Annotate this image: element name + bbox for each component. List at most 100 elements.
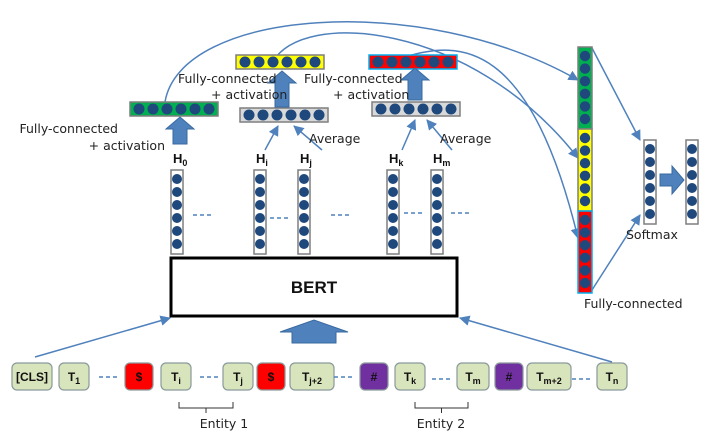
token-8: Tk	[394, 362, 426, 391]
node	[579, 265, 591, 276]
tokens-to-bert-block-arrow	[279, 319, 349, 344]
token-box	[394, 362, 426, 391]
hidden-state-column-4	[430, 169, 444, 255]
node	[687, 157, 697, 167]
entity2-brace	[414, 402, 469, 413]
node	[388, 174, 398, 184]
final-fc-label: Fully-connected	[584, 296, 683, 311]
node	[388, 187, 398, 197]
token-10: #	[494, 362, 524, 391]
node	[255, 239, 265, 249]
token-11: Tm+2	[526, 362, 572, 391]
node	[172, 174, 182, 184]
softmax-label: Softmax	[626, 227, 678, 242]
cls-to-bert-arrow	[34, 315, 172, 358]
node	[579, 214, 591, 226]
node	[255, 174, 265, 184]
node	[299, 174, 309, 184]
node	[645, 144, 655, 154]
node	[255, 187, 265, 197]
avg-arrow	[264, 125, 279, 151]
node	[389, 103, 401, 115]
node	[432, 239, 442, 249]
fc-activation-label-e1-2: + activation	[211, 87, 287, 102]
node	[645, 196, 655, 206]
fc-activation-label-e2-2: + activation	[333, 87, 409, 102]
node	[579, 195, 591, 207]
fc-output-vector	[643, 139, 657, 225]
arc-concat-bottom-to-fc	[591, 214, 641, 291]
node	[579, 113, 591, 125]
node	[687, 144, 697, 154]
avg-arrow	[293, 125, 323, 151]
token-box	[11, 362, 53, 391]
token-box	[160, 362, 192, 391]
node	[243, 109, 255, 121]
token-box	[526, 362, 572, 391]
node	[579, 132, 591, 144]
node	[295, 56, 307, 68]
node	[687, 196, 697, 206]
token-2: $	[124, 362, 154, 391]
node	[687, 209, 697, 219]
node	[255, 213, 265, 223]
token-3: Ti	[160, 362, 192, 391]
token-box	[456, 362, 490, 391]
entity1-brace	[178, 402, 234, 413]
node	[579, 158, 591, 169]
node	[432, 213, 442, 223]
token-box	[222, 362, 254, 391]
node	[299, 239, 309, 249]
node	[299, 213, 309, 223]
node	[579, 183, 591, 194]
concat-segment-0	[577, 46, 593, 130]
hidden-state-column-1	[253, 169, 267, 255]
token-9: Tm	[456, 362, 490, 391]
node	[271, 109, 283, 121]
token-7: #	[359, 362, 389, 391]
node	[147, 103, 159, 115]
token-label: $	[268, 370, 275, 384]
node	[172, 187, 182, 197]
node	[189, 103, 201, 115]
node	[257, 109, 269, 121]
node	[579, 50, 591, 62]
softmax-block-arrow	[659, 164, 685, 196]
node	[313, 109, 325, 121]
node	[133, 103, 145, 115]
hidden-state-label-4: Hm	[433, 151, 450, 168]
token-label: #	[506, 370, 513, 384]
token-label: $	[136, 370, 143, 384]
token-0: [CLS]	[11, 362, 53, 391]
node	[172, 213, 182, 223]
hidden-state-label-3: Hk	[389, 151, 404, 168]
token-box	[359, 362, 389, 391]
node	[428, 56, 440, 68]
hidden-state-column-0	[170, 169, 184, 255]
node	[579, 88, 591, 100]
node	[579, 227, 591, 238]
fc-activation-label-e1-1: Fully-connected	[178, 71, 277, 86]
node	[172, 200, 182, 210]
node	[403, 103, 415, 115]
token-label: Tj	[233, 370, 243, 386]
hidden-state-label-0: H0	[173, 151, 187, 168]
node	[299, 187, 309, 197]
average-label-e1: Average	[309, 131, 361, 146]
fc-block-arrow-e1	[266, 70, 298, 108]
hidden-state-column-3	[386, 169, 400, 255]
entity1-vector	[235, 54, 325, 70]
token-label: [CLS]	[16, 370, 48, 384]
node	[432, 200, 442, 210]
node	[285, 109, 297, 121]
arc-cls-to-concat	[164, 21, 579, 103]
node	[579, 145, 591, 156]
node	[579, 63, 591, 74]
node	[431, 103, 443, 115]
token-box	[596, 362, 628, 391]
entity2-vector	[368, 54, 458, 70]
fc-activation-label-cls-1: Fully-connected	[19, 121, 118, 136]
node	[172, 226, 182, 236]
entity1-label: Entity 1	[200, 416, 248, 431]
node	[161, 103, 173, 115]
